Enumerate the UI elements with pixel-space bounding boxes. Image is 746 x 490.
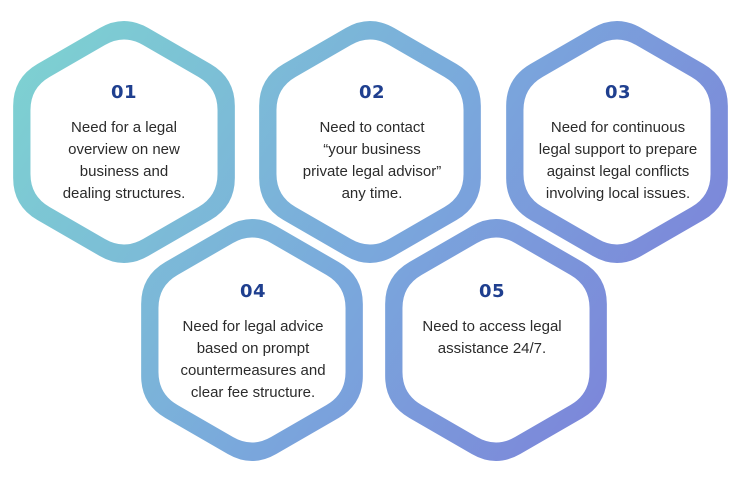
item-text: Need for a legal overview on new busines… [62,119,186,202]
item-text: Need for continuous legal support to pre… [538,119,698,202]
item-number: 03 [604,82,632,103]
hexagon-card-01: 01 Need for a legal overview on new busi… [24,82,224,205]
hexagon-fill-1 [30,39,218,245]
hexagon-card-04: 04 Need for legal advice based on prompt… [153,281,353,404]
item-number: 01 [110,82,138,103]
hexagon-fill-2 [276,39,464,245]
item-number: 05 [478,281,506,302]
item-text: Need to access legal assistance 24/7. [422,318,562,357]
item-text: Need for legal advice based on prompt co… [180,318,326,401]
hexagon-fill-4 [158,237,346,443]
hexagon-card-02: 02 Need to contact “your business privat… [272,82,472,205]
item-text: Need to contact “your business private l… [302,119,442,202]
item-number: 04 [239,281,267,302]
hexagon-card-03: 03 Need for continuous legal support to … [518,82,718,205]
hexagon-card-05: 05 Need to access legal assistance 24/7. [392,281,592,360]
hexagon-fill-3 [523,39,711,245]
hexagon-inner-fills [30,39,711,443]
item-number: 02 [358,82,386,103]
hexagon-fill-5 [402,237,590,443]
